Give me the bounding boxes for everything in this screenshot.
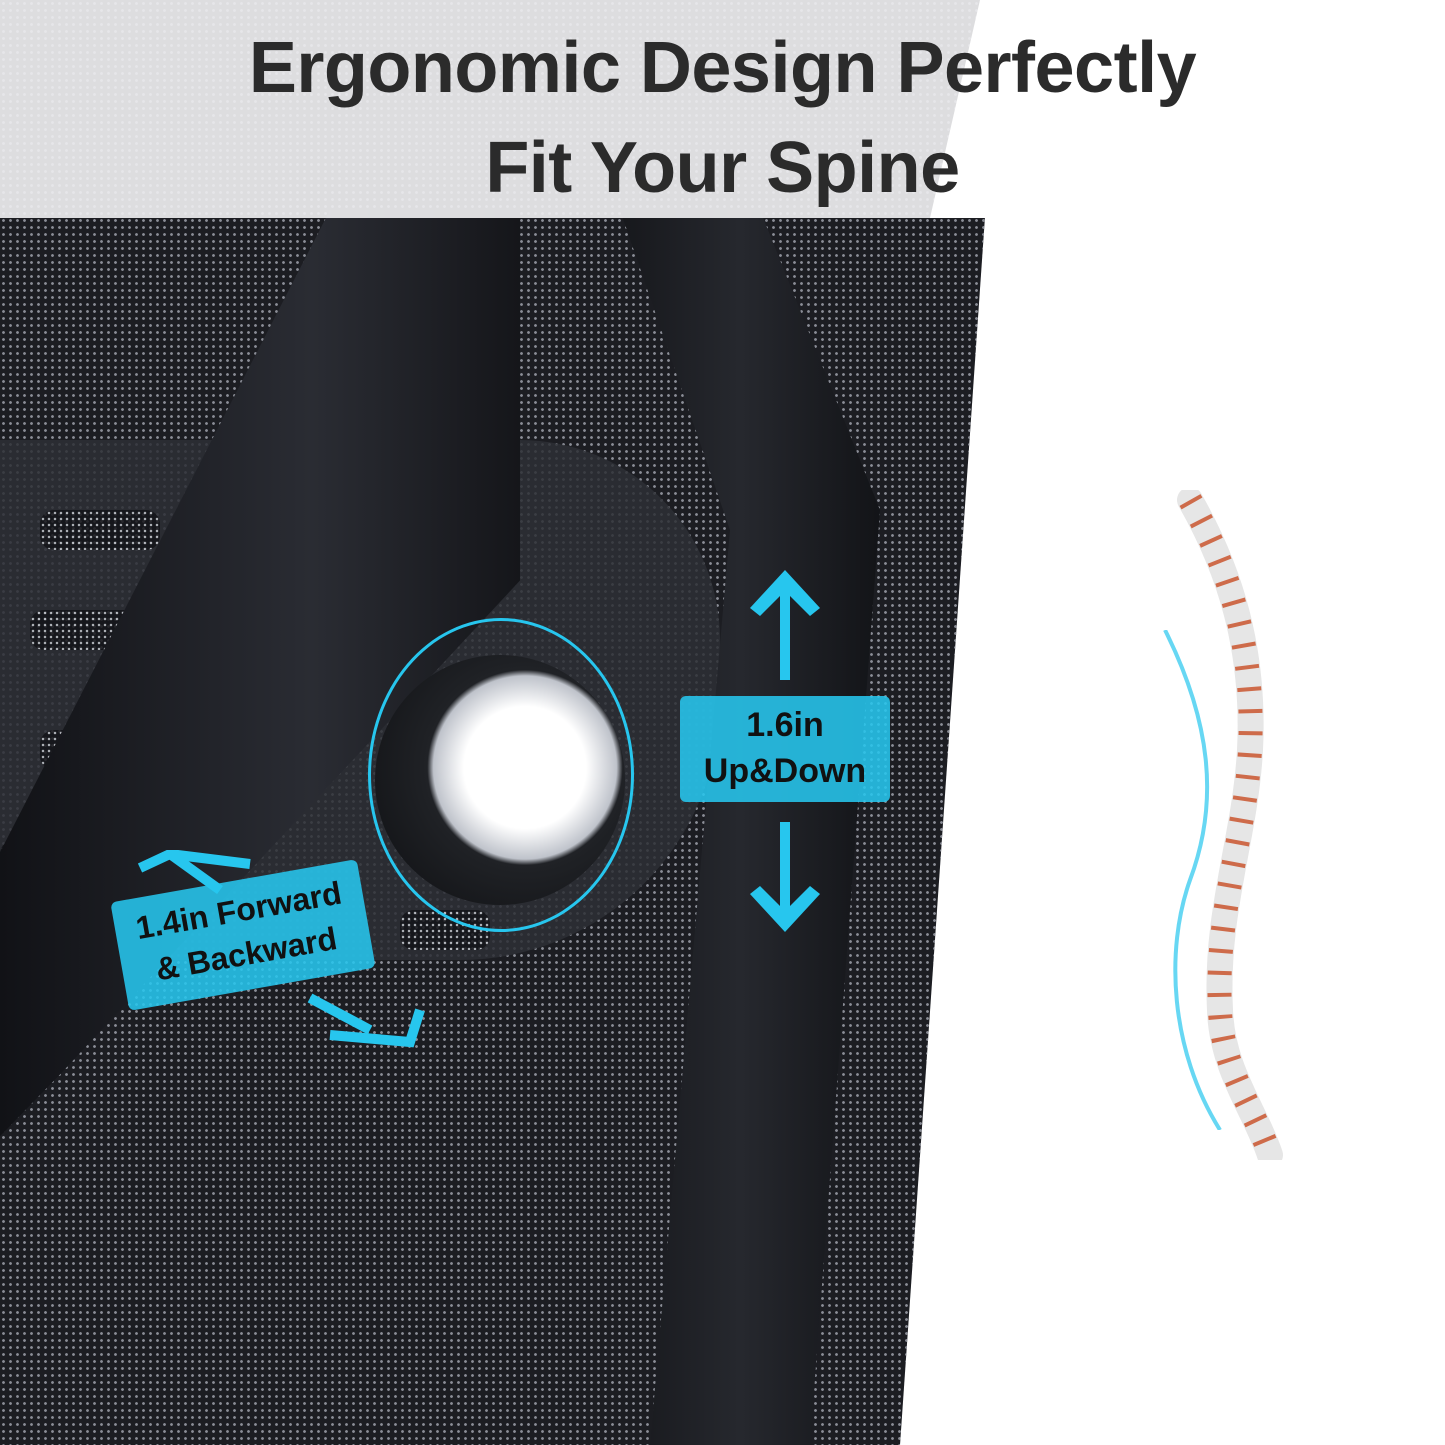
vertical-adjust-amount: 1.6in — [746, 706, 824, 744]
up-arrow-icon — [750, 570, 820, 680]
spine-curve-icon — [1163, 630, 1222, 1130]
down-arrow-icon — [750, 822, 820, 932]
rotate-arrows-icon — [368, 618, 634, 932]
headline: Ergonomic Design Perfectly Fit Your Spin… — [0, 18, 1445, 218]
headline-line-2: Fit Your Spine — [485, 128, 960, 208]
backward-arrow-icon — [307, 993, 425, 1048]
vertical-adjust-label: Up&Down — [703, 752, 867, 790]
mesh-slot — [400, 910, 490, 950]
spine-illustration-icon — [1177, 490, 1283, 1160]
mesh-slot — [40, 510, 160, 550]
lumbar-adjust-knob — [375, 655, 625, 905]
headline-band-right — [930, 0, 1445, 218]
headline-line-1: Ergonomic Design Perfectly — [248, 28, 1197, 108]
vertical-adjust-badge: 1.6in Up&Down — [680, 696, 890, 802]
